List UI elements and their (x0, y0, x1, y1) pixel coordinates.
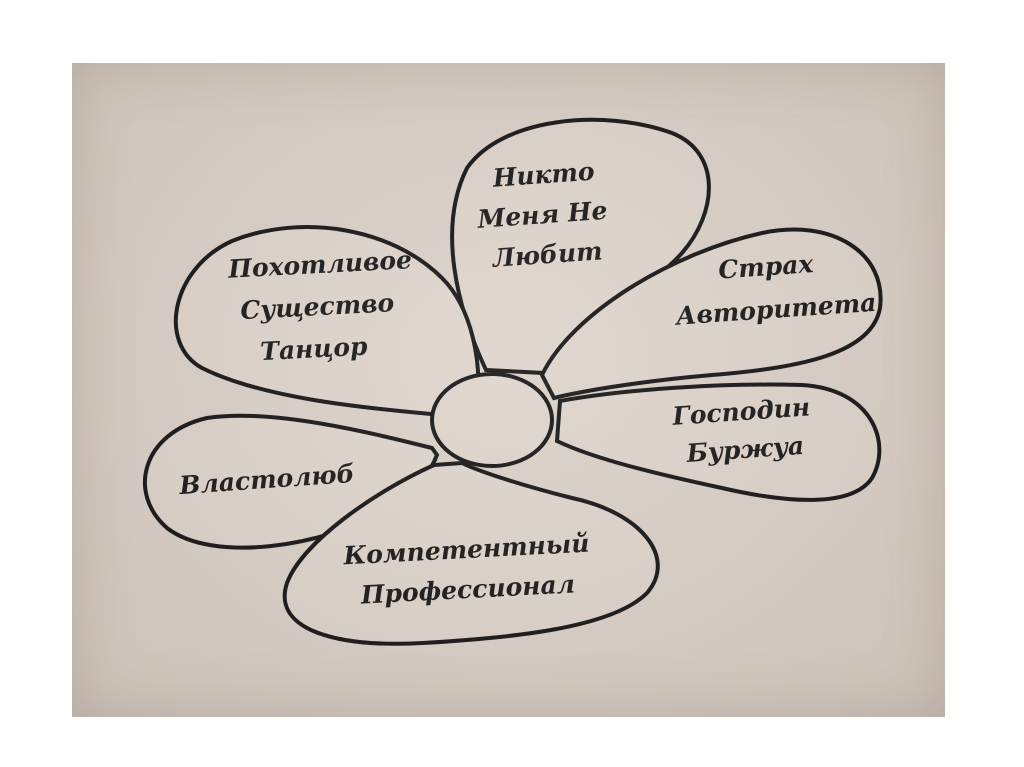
petal-bottom (282, 460, 660, 646)
book-page-photo: Никто Меня Не Любит Похотливое Существо … (72, 63, 945, 717)
flower-diagram: Никто Меня Не Любит Похотливое Существо … (142, 117, 883, 646)
petal-right (554, 382, 882, 502)
petal-label-upper-left: Похотливое Существо Танцор (227, 245, 426, 368)
petal-label-top: Никто Меня Не Любит (473, 155, 620, 273)
petal-upper-left (174, 225, 481, 418)
flower-center (430, 372, 554, 468)
petal-upper-right (539, 227, 883, 401)
